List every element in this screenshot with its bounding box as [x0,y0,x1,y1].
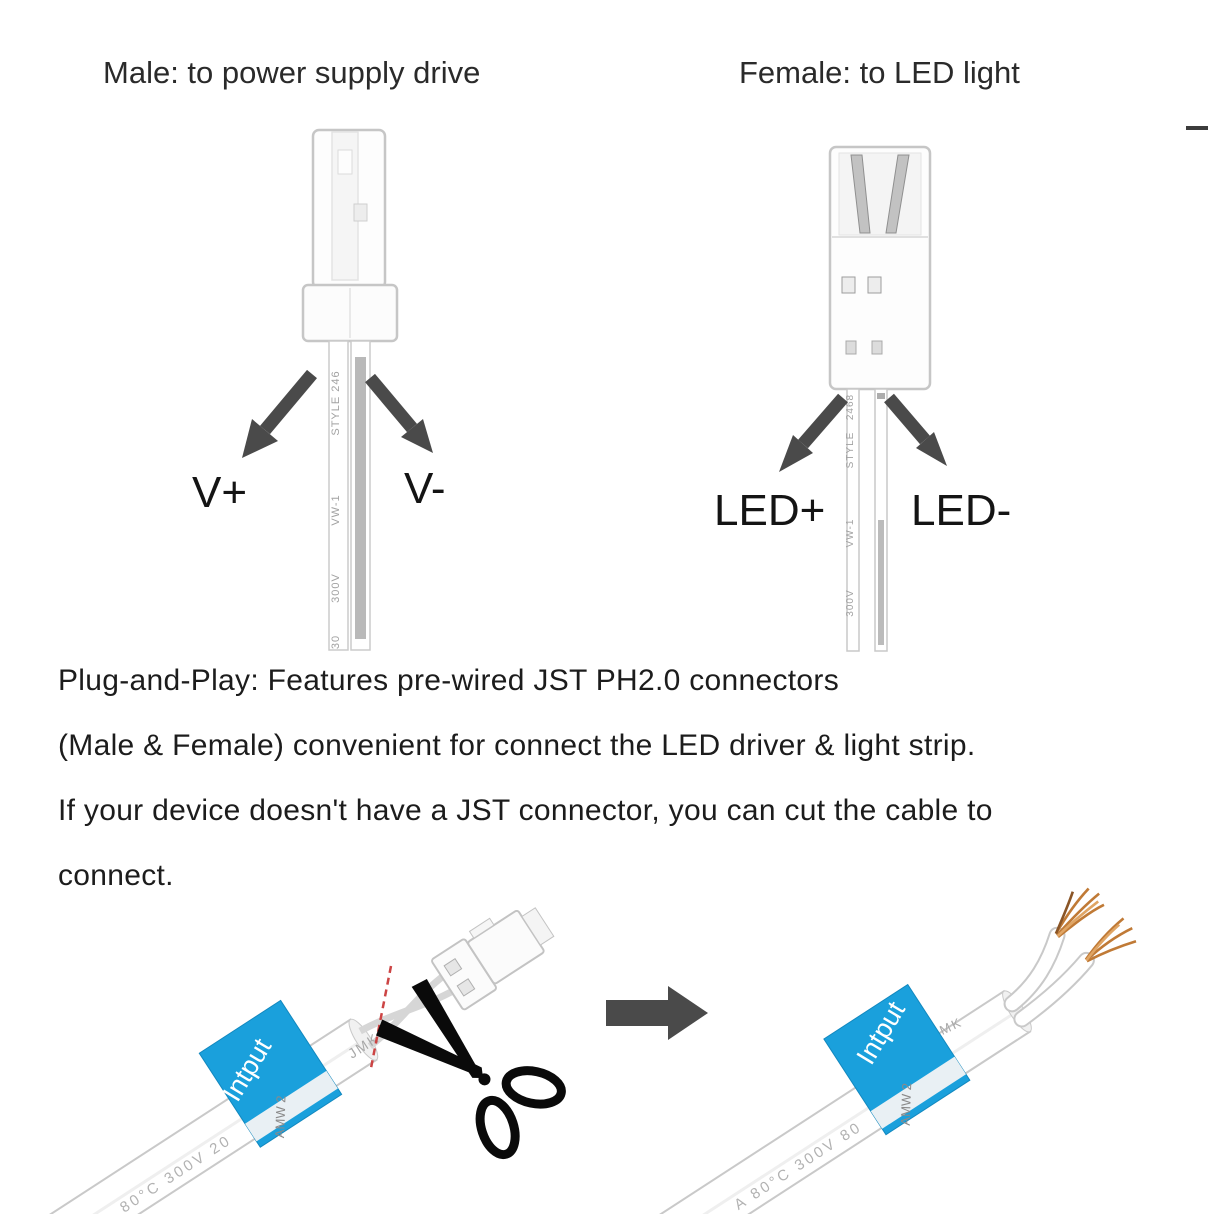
wire-stripe [878,520,884,645]
wire-marking: 30 [330,635,342,649]
wire-marking: VW-1 [845,519,856,548]
metal-pin-right [885,154,910,234]
female-connector-heading: Female: to LED light [739,55,1020,90]
jacket-end [348,1018,379,1061]
cable-before-cut: 80°C 300V 20 JMK Intput AMW 2 [30,907,555,1214]
scissors-blade [411,978,483,1078]
ribbon-stripe [355,357,366,639]
copper-strands-upper [1054,887,1105,939]
tape-small-text: AMW 2 [272,1095,288,1138]
crimp-window-right [871,340,883,355]
ribbon-conductor-left [328,340,349,651]
male-negative-label: V- [404,464,446,513]
scissors-blade [375,1019,483,1078]
plug-latch [468,917,495,939]
arrow-head [242,419,278,458]
female-callout-arrows [779,393,947,472]
arrow-head [401,419,433,453]
plug-hole [443,958,463,977]
wire-mark [877,393,885,399]
scissors-icon [375,978,566,1160]
male-plug-latch-slot [337,149,353,175]
female-positive-label: LED+ [714,486,826,535]
inner-wire [1015,953,1093,1026]
arrow-shaft [365,373,417,433]
male-connector-heading: Male: to power supply drive [103,55,481,90]
tape-white-strip [245,1070,338,1142]
male-connector-illustration: STYLE 246 VW-1 300V 30 [242,128,433,651]
arrow-head [779,435,813,472]
tape-white-strip [870,1056,967,1129]
cable-after-cut: A 80°C 300V 80 JMK Intp [640,887,1137,1214]
female-wire-left [846,388,860,652]
scissors-handle [501,1066,566,1109]
transition-arrow [606,986,708,1040]
description-line-3: If your device doesn't have a JST connec… [58,794,993,827]
input-tape-label [823,983,971,1136]
crimp-window-left [845,340,857,355]
scissors-handle [475,1095,520,1160]
tape-small-text: AMW 2 [898,1083,914,1126]
jacket-seam [655,1011,1017,1214]
wire-marking: STYLE 246 [330,370,342,435]
arrow-head [916,432,947,466]
cable-jacket [30,1018,378,1214]
description-line-4: connect. [58,859,174,892]
stray-mark [1186,126,1208,130]
inner-wire [367,971,448,1049]
plug-tip [521,907,555,946]
cut-line [369,965,393,1069]
arrow-head [668,986,708,1040]
description-line-1: Plug-and-Play: Features pre-wired JST PH… [58,664,839,697]
metal-pin-left [850,154,871,234]
wire-marking: VW-1 [330,494,342,525]
scissors-pivot [478,1073,491,1086]
wire-marking: 300V [845,589,856,616]
female-cavity [838,152,922,236]
arrow-shaft [260,369,317,435]
wire-marking: STYLE [845,432,856,469]
inner-wire [1005,928,1064,1011]
arrow-shaft [606,1000,668,1026]
wire-marking: 2468 [845,394,856,420]
jst-plug [431,907,555,1011]
input-tape-label [198,999,343,1148]
arrow-shaft [798,393,848,449]
copper-strands-lower [1084,917,1137,963]
female-negative-label: LED- [911,486,1012,535]
latch-window-left [841,276,856,294]
female-connector-illustration: 2468 STYLE VW-1 300V [779,145,947,652]
plug-hole [456,978,476,997]
male-positive-label: V+ [192,468,248,517]
cable-jacket [640,989,1032,1214]
male-plug-notch [353,203,368,222]
male-callout-arrows [242,369,433,458]
arrow-shaft [884,393,930,445]
description-line-2: (Male & Female) convenient for connect t… [58,729,976,762]
wire-marking: 300V [330,573,342,603]
latch-window-right [867,276,882,294]
